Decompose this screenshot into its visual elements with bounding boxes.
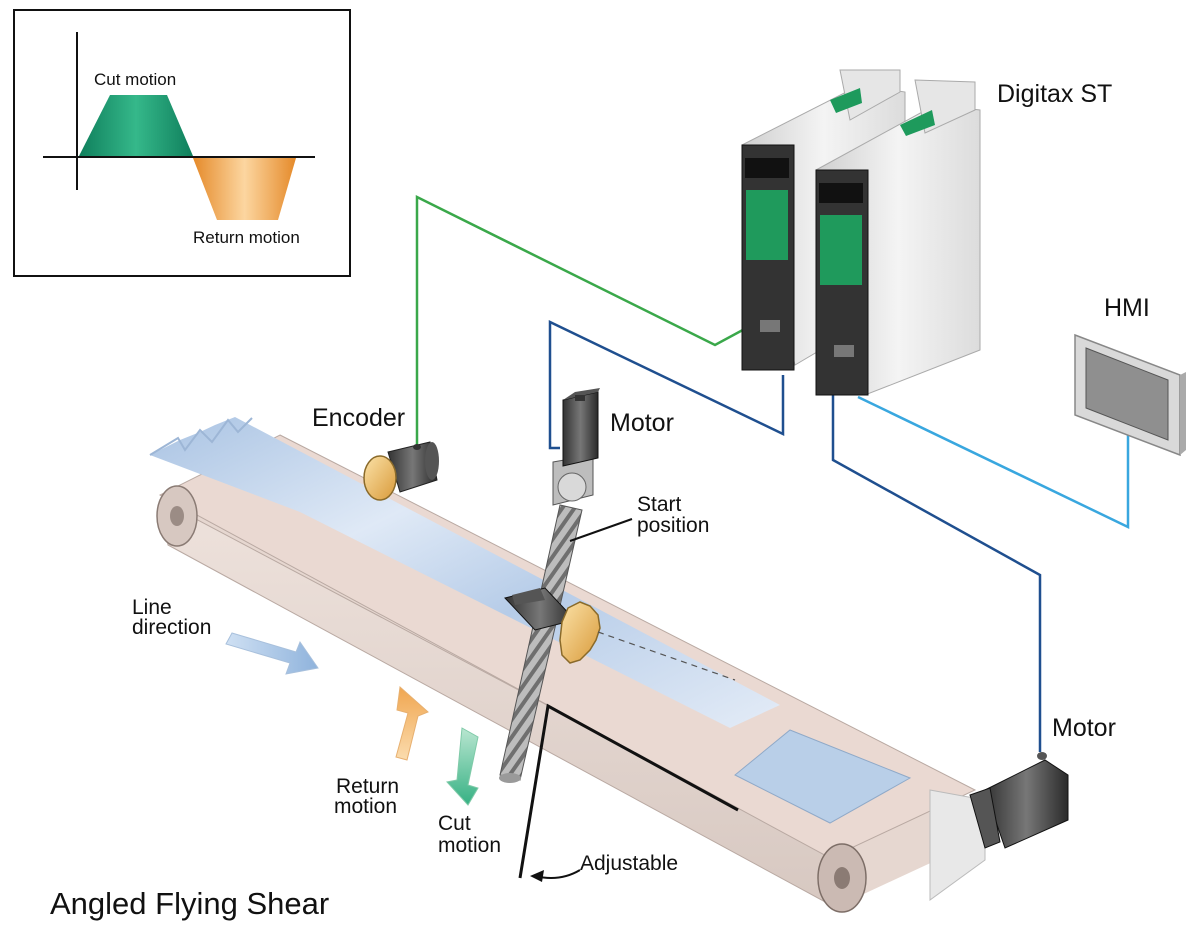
cutting-blade <box>559 601 601 664</box>
hmi-cable <box>857 395 1130 529</box>
encoder-cable <box>415 194 753 448</box>
return-motion-label-line2: motion <box>334 795 398 818</box>
line-direction-arrow <box>225 632 319 675</box>
conveyor-belt <box>150 417 780 728</box>
cut-motion-arrow-label-line2: motion <box>438 834 502 857</box>
start-position-label-line1: Start <box>637 493 682 516</box>
return-motion-arrow <box>395 685 429 761</box>
encoder-wheel <box>363 455 397 501</box>
lead-screw <box>499 504 583 783</box>
return-motion-trapezoid <box>193 158 296 220</box>
hmi-panel <box>1074 333 1186 457</box>
line-direction-label-line1: Line <box>132 596 172 619</box>
line-direction-label-line2: direction <box>132 616 212 639</box>
adjustable-bracket <box>518 703 739 879</box>
cut-motion-arrow <box>446 727 479 806</box>
drive-units <box>741 69 981 396</box>
cutting-head <box>504 587 736 681</box>
cut-motion-arrow-label-line1: Cut <box>438 812 471 835</box>
return-motion-label-line1: Return <box>336 775 400 798</box>
start-position-label-line2: position <box>637 514 710 537</box>
encoder-label: Encoder <box>312 404 406 432</box>
cables <box>415 194 1130 752</box>
annotation-lines <box>518 518 739 882</box>
hmi-label: HMI <box>1104 294 1150 322</box>
cut-motion-trapezoid <box>79 95 193 156</box>
bottom-motor-label: Motor <box>1052 714 1116 742</box>
top-motor-assembly <box>552 388 600 506</box>
top-motor-cable <box>548 320 785 450</box>
drive-label: Digitax ST <box>997 80 1113 108</box>
diagram-title: Angled Flying Shear <box>50 886 330 921</box>
cut-motion-label: Cut motion <box>94 70 177 89</box>
return-motion-profile-label: Return motion <box>193 228 300 247</box>
top-motor-label: Motor <box>610 409 674 437</box>
motion-profile-inset <box>13 9 351 277</box>
encoder-assembly <box>363 441 439 501</box>
motion-arrows <box>225 632 479 806</box>
cut-piece-window <box>734 729 912 824</box>
bottom-motor-assembly <box>969 752 1069 849</box>
adjustable-label: Adjustable <box>580 852 679 875</box>
bottom-motor-cable <box>831 387 1042 752</box>
